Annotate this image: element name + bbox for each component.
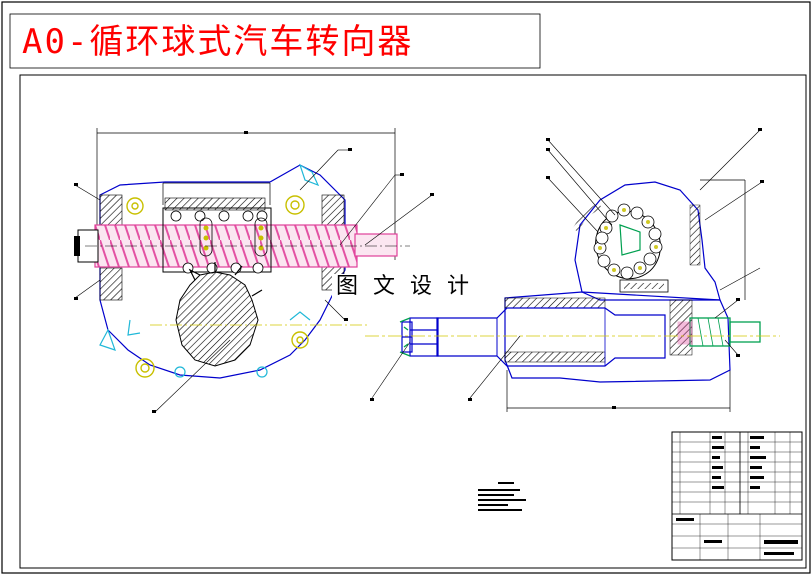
technical-requirements [478, 482, 526, 511]
ball-circuit [593, 203, 669, 293]
watermark-label: 图 文 设 计 [332, 274, 477, 300]
left-view-assembly [74, 128, 433, 413]
input-shaft [354, 233, 398, 257]
right-lower-housing [504, 291, 731, 383]
adjusting-screw [677, 317, 761, 347]
sheet-inner-border [19, 74, 807, 569]
castle-nut [401, 317, 439, 357]
mounting-bosses [126, 195, 309, 378]
title-block [671, 431, 803, 561]
drawing-title: A0-循环球式汽车转向器 [22, 22, 414, 62]
title-frame [9, 13, 541, 69]
sector-gear [175, 271, 259, 367]
left-housing-outline [99, 164, 346, 379]
right-view-assembly [74, 128, 780, 413]
